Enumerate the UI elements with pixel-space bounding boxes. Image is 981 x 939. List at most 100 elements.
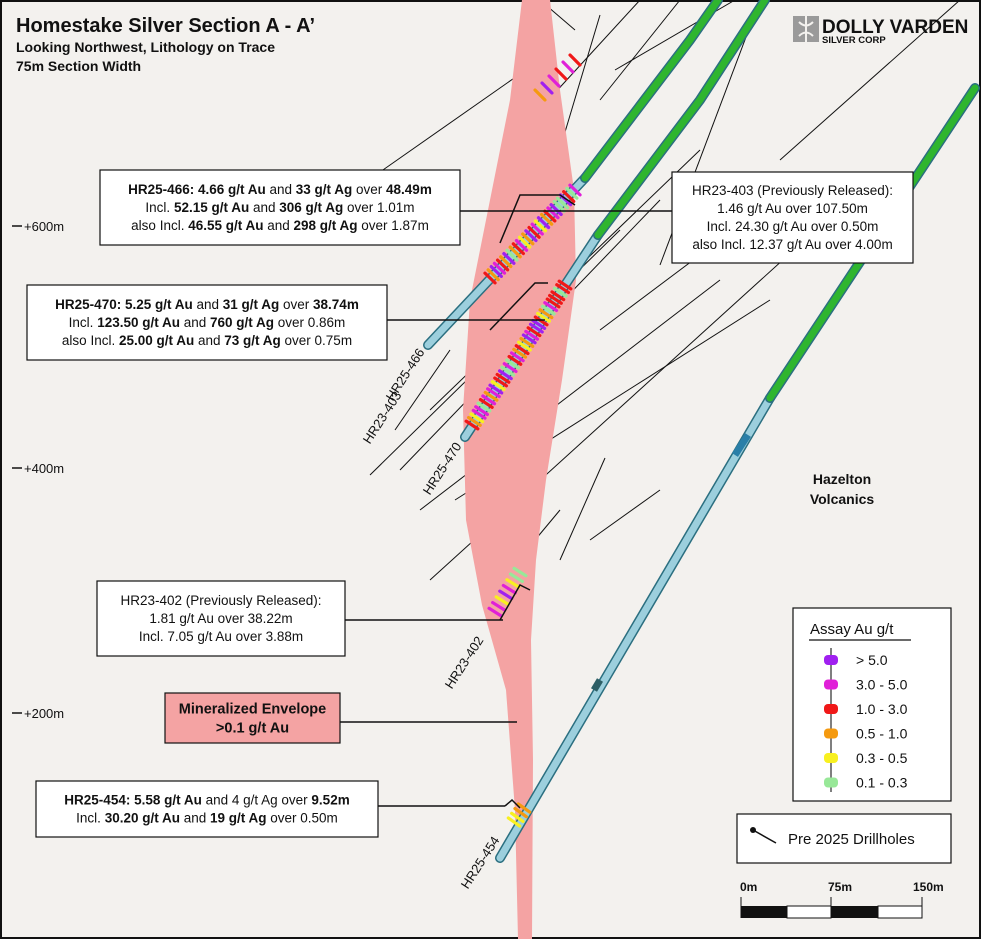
drillhole-hr25-470-green-fill	[594, 0, 769, 239]
drillhole-hr25-454-fill	[496, 394, 774, 862]
assay-interval	[517, 235, 532, 249]
callout-text: 9.52m	[311, 793, 349, 808]
legend-label: > 5.0	[856, 652, 888, 668]
callout-line: HR25-470: 5.25 g/t Au and 31 g/t Ag over…	[55, 297, 359, 312]
callout-line: Incl. 52.15 g/t Au and 306 g/t Ag over 1…	[145, 200, 414, 215]
assay-interval	[494, 595, 510, 606]
callout-text: and	[263, 218, 293, 233]
callout-text: HR25-470: 5.25 g/t Au	[55, 297, 193, 312]
assay-interval	[549, 203, 563, 217]
assay-interval	[521, 333, 537, 345]
section-subtitle-1: Looking Northwest, Lithology on Trace	[16, 39, 275, 55]
assay-interval	[562, 190, 576, 203]
assay-interval	[487, 606, 503, 618]
logo-sub: SILVER CORP	[822, 35, 886, 46]
assay-interval	[483, 390, 499, 402]
callout-text: over 1.01m	[343, 200, 414, 215]
assay-interval	[488, 383, 504, 395]
callout-text: 33 g/t Ag	[296, 182, 353, 197]
assay-interval	[550, 290, 566, 302]
callout-text: and	[266, 182, 296, 197]
callout-line: Mineralized Envelope	[179, 701, 326, 717]
assay-interval	[466, 415, 482, 427]
callout-text: 306 g/t Ag	[279, 200, 343, 215]
callout-hr23-403: HR23-403 (Previously Released): 1.46 g/t …	[671, 171, 914, 264]
pre-2025-drillhole	[599, 254, 701, 331]
callout-text: 760 g/t Ag	[210, 315, 274, 330]
assay-interval	[517, 340, 532, 352]
pre-2025-drillhole	[779, 0, 961, 161]
callout-hr25-454: HR25-454: 5.58 g/t Au and 4 g/t Ag over …	[35, 780, 379, 838]
assay-interval	[568, 183, 582, 197]
callout-hr23-402: HR23-402 (Previously Released):1.81 g/t …	[96, 580, 346, 657]
assay-interval	[545, 297, 561, 309]
assay-interval	[505, 578, 521, 589]
callout-box	[26, 284, 388, 361]
drillhole-segment	[590, 678, 604, 692]
callout-text: HR23-402 (Previously Released):	[120, 593, 321, 608]
callout-line: also Incl. 25.00 g/t Au and 73 g/t Ag ov…	[62, 333, 352, 348]
callout-text: Incl. 7.05 g/t Au over 3.88m	[139, 629, 303, 644]
callout-line: also Incl. 46.55 g/t Au and 298 g/t Ag o…	[131, 218, 429, 233]
assay-interval	[512, 566, 528, 578]
assay-interval	[514, 238, 529, 252]
callout-text: 46.55 g/t Au	[188, 218, 263, 233]
callout-text: and	[194, 333, 224, 348]
legend-swatch-icon	[824, 679, 838, 690]
callout-hr25-470: HR25-470: 5.25 g/t Au and 31 g/t Ag over…	[26, 284, 388, 361]
callouts: HR25-466: 4.66 g/t Au and 33 g/t Ag over…	[26, 169, 914, 838]
legend-swatch-icon	[824, 728, 838, 739]
legend-title: Assay Au g/t	[810, 621, 894, 638]
callout-text: over	[279, 297, 313, 312]
section-subtitle-2: 75m Section Width	[16, 58, 141, 74]
callout-text: over 1.87m	[358, 218, 429, 233]
callout-text: 38.74m	[313, 297, 359, 312]
elevation-200: +200m	[24, 706, 64, 721]
callout-text: also Incl.	[62, 333, 119, 348]
callout-text: Incl.	[69, 315, 98, 330]
callout-text: over 0.50m	[267, 811, 338, 826]
assay-interval	[507, 354, 523, 366]
assay-interval	[531, 319, 547, 330]
callout-text: >0.1 g/t Au	[216, 720, 289, 736]
callout-box	[671, 171, 914, 264]
callout-box	[99, 169, 461, 246]
callout-line: 1.46 g/t Au over 107.50m	[717, 201, 868, 216]
assay-interval	[512, 347, 528, 359]
assay-interval	[528, 322, 544, 334]
legend-swatch-icon	[824, 777, 838, 788]
callout-text: HR23-403 (Previously Released):	[692, 183, 893, 198]
callout-text: 25.00 g/t Au	[119, 333, 194, 348]
callout-line: Incl. 30.20 g/t Au and 19 g/t Ag over 0.…	[76, 811, 338, 826]
assay-interval	[490, 380, 506, 391]
legend-label: 0.3 - 0.5	[856, 750, 908, 766]
assay-interval	[514, 344, 530, 356]
legend-swatch-icon	[824, 704, 838, 714]
callout-text: over 0.75m	[281, 333, 352, 348]
logo-name: DOLLY VARDEN	[822, 17, 968, 38]
callout-text: 123.50 g/t Au	[97, 315, 180, 330]
assay-interval	[511, 242, 525, 256]
assay-interval	[469, 412, 485, 424]
callout-text: and	[249, 200, 279, 215]
callout-box	[164, 692, 341, 744]
assay-interval	[489, 265, 503, 278]
assay-interval	[486, 387, 501, 399]
scale-bar: 0m 75m 150m	[740, 880, 944, 919]
callout-box	[96, 580, 346, 657]
assay-interval	[493, 376, 509, 388]
assay-interval	[533, 88, 547, 102]
assay-interval	[497, 369, 513, 381]
callout-text: HR25-466: 4.66 g/t Au	[128, 182, 266, 197]
assay-interval	[552, 286, 568, 298]
assay-interval	[524, 329, 540, 341]
assay-interval	[561, 60, 575, 74]
callout-line: HR23-402 (Previously Released):	[120, 593, 321, 608]
elevation-600: +600m	[24, 219, 64, 234]
pre-2025-drillhole	[394, 349, 451, 431]
assay-interval	[513, 806, 528, 819]
callout-line: Incl. 123.50 g/t Au and 760 g/t Ag over …	[69, 315, 346, 330]
assay-interval	[555, 196, 570, 210]
assay-interval	[519, 336, 535, 348]
callout-leaders	[340, 194, 672, 809]
